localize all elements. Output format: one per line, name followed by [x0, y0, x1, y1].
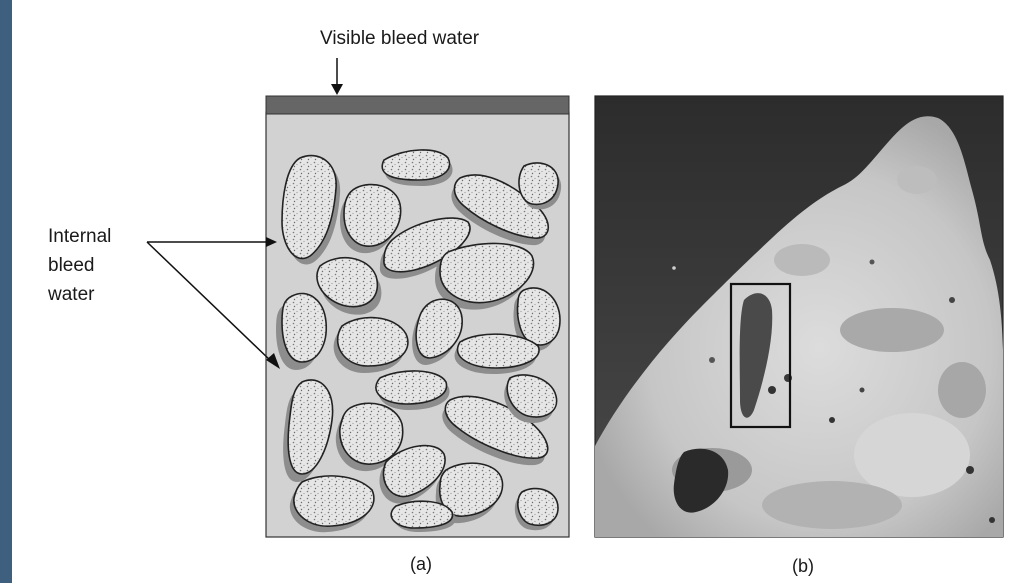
visible-bleed-arrow-head [331, 84, 343, 95]
caption-a: (a) [410, 554, 432, 575]
panel-a-schematic [147, 58, 569, 537]
caption-b: (b) [792, 556, 814, 577]
aggregate-particle [391, 501, 455, 532]
panel-b-photo [595, 96, 1003, 537]
aggregate-particle [382, 150, 452, 186]
figure-canvas [12, 0, 1013, 583]
visible-bleed-water-layer [266, 96, 569, 114]
internal-bleed-arrow-2-line [147, 242, 272, 362]
slide: Visible bleed water Internal bleed water [12, 0, 1013, 583]
aggregate-particle [376, 371, 450, 410]
